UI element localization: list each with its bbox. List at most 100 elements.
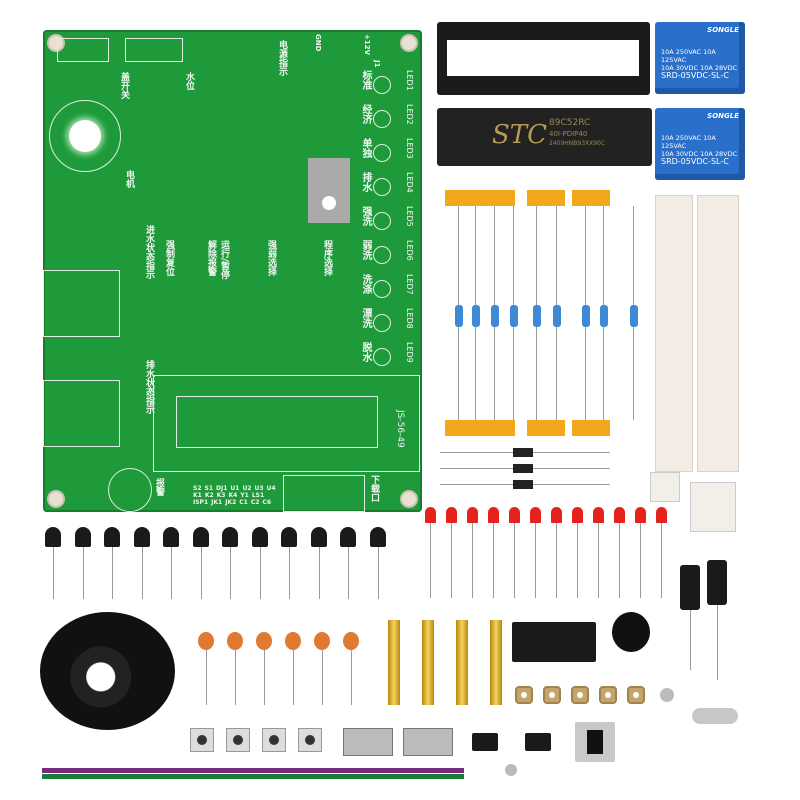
resistor [553,305,561,327]
relay-rating: 10A 250VAC 10A 125VAC [661,48,716,64]
transistor [45,527,61,547]
board-code: JS-56-49 [395,410,405,448]
led [572,507,583,523]
motor [40,612,175,730]
ref-designator: C2 [250,499,260,506]
optocoupler [525,733,551,751]
isp-header-footprint [283,475,365,512]
led-lead [430,523,431,598]
ref-designator: ISP1 [193,499,209,506]
mode-label: 排水 [360,172,371,192]
led [446,507,457,523]
ceramic-capacitor [314,632,330,650]
led-footprint [373,314,391,332]
resistor [630,305,638,327]
resistor [600,305,608,327]
diode [513,464,533,473]
brass-standoff [490,620,502,705]
ref-designator: K3 [216,492,226,499]
led-label: LED8 [405,308,414,329]
ref-designator: S2 [193,485,202,492]
led-label: LED4 [405,172,414,193]
mode-label: 强洗 [360,206,371,226]
led-label: LED2 [405,104,414,125]
motor-hole [69,120,101,152]
led-label: LED7 [405,274,414,295]
led-footprint [373,110,391,128]
led-footprint [373,212,391,230]
led-lead [472,523,473,598]
led-footprint [373,76,391,94]
transistor-lead [230,547,231,599]
resistor [455,305,463,327]
mount-hole [47,490,65,508]
transistor-lead [171,547,172,599]
relay-rating: 10A 250VAC 10A 125VAC [661,134,716,150]
chip-model: 89C52RC [549,118,591,128]
resistor [472,305,480,327]
label-power-indicator: 电源指示 [277,40,287,76]
led-footprint [373,144,391,162]
transistor [192,527,209,547]
crystal [692,708,738,724]
transistor [251,527,268,547]
ref-designator: U2 [242,485,252,492]
led [488,507,499,523]
transistor-lead [377,547,379,599]
resistor [533,305,541,327]
resistor-tape [527,420,565,436]
transistor-lead [318,547,320,599]
ref-designator: U4 [266,485,276,492]
diode [513,480,533,489]
brass-standoff [422,620,434,705]
ref-designator: K2 [204,492,214,499]
slide-switch [403,728,453,756]
diode [513,448,533,457]
relay-model: SRD-05VDC-SL-C [661,71,729,80]
wire-purple [42,768,464,773]
label-water-level: 水位 [184,72,194,90]
relay-footprint-jk2 [43,380,120,447]
tact-switch [226,728,250,752]
led-lead [556,523,557,598]
led-lead [451,523,452,598]
screw [660,688,674,702]
mode-label: 弱洗 [360,240,371,260]
resistor [510,305,518,327]
tact-switch [262,728,286,752]
resistor-tape [527,190,565,206]
lead [690,610,691,670]
label-inlet-indicator: 进水状态指示 [144,225,154,279]
label-download-port: 下载口 [369,475,379,502]
brass-standoff [456,620,468,705]
transistor-lead [200,547,202,599]
buzzer-footprint [108,468,152,512]
mode-label: 脱水 [360,342,371,362]
ref-designator: Y1 [240,492,249,499]
resistor-tape [445,420,515,436]
chip-brand: STC [492,120,548,150]
hex-nut [599,686,617,704]
chip-package: 40I-PDIP40 [549,130,588,138]
chip-lot: 2409HNB93XX90C [549,140,606,147]
transistor-lead [289,547,290,599]
led-footprint [373,280,391,298]
led [614,507,625,523]
transistor [281,527,297,547]
wire-green [42,774,464,779]
ref-designator: DJ1 [216,485,228,492]
transistor-lead [141,547,143,599]
led-lead [640,523,641,598]
pcb-board: 电机 盖开关 水位 电源指示 GND +12V J1 标准经济单独排水强洗弱洗洗… [43,30,422,512]
resistor-tape [572,420,610,436]
label-gnd: GND [314,34,322,52]
capacitor-lead [351,650,352,705]
regulator-body [587,730,603,754]
relay-footprint-jk1 [43,270,120,337]
smd-diode-strip [690,482,736,532]
switch-s2-outline [57,38,109,62]
hex-nut [571,686,589,704]
mode-label: 标准 [360,70,371,90]
